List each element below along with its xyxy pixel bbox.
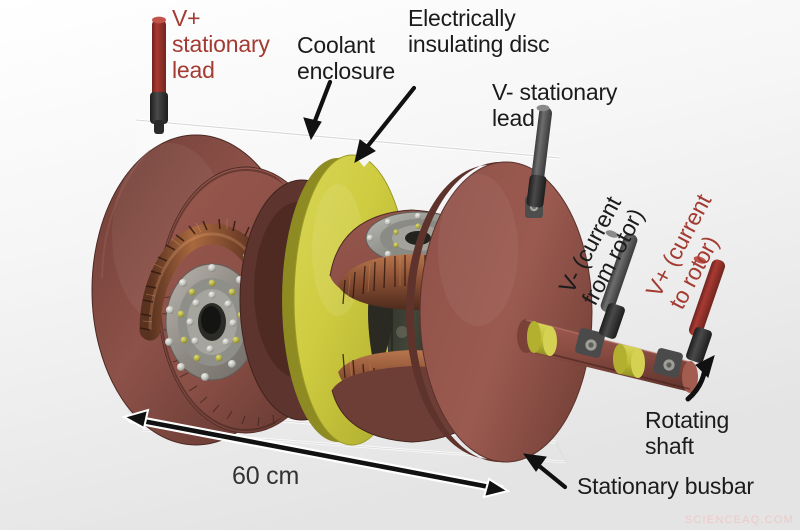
busbar-clamp-positive — [653, 348, 683, 378]
shaft-insulating-ring-1 — [527, 321, 557, 356]
v-minus-stationary-lead — [526, 104, 553, 208]
rotating-shaft-assembly — [517, 319, 698, 393]
shaft-insulating-ring-2 — [613, 344, 645, 378]
arrow-coolant-enclosure — [303, 79, 333, 141]
label-v-minus-stationary-lead: V- stationary lead — [492, 79, 618, 131]
arrow-rotating-shaft — [685, 355, 715, 402]
stationary-busbar-disc — [406, 161, 593, 463]
label-coolant-enclosure: Coolant enclosure — [297, 32, 395, 84]
watermark: SCIENCEAQ.COM — [684, 514, 794, 526]
label-dimension-60cm: 60 cm — [232, 462, 300, 490]
left-hub-assembly — [165, 263, 259, 381]
left-hub-bolt-ring-inner — [186, 291, 237, 353]
dimension-arrow-60cm — [121, 408, 511, 499]
label-electrically-insulating-disc: Electrically insulating disc — [408, 5, 550, 57]
arrow-insulating-disc — [354, 85, 417, 163]
busbar-clamp-negative — [575, 328, 605, 358]
annotation-arrows — [303, 79, 715, 490]
arrow-stationary-busbar — [522, 453, 568, 490]
label-stationary-busbar: Stationary busbar — [577, 473, 754, 499]
v-plus-rotor-lead — [686, 256, 726, 363]
v-plus-stationary-lead — [150, 16, 168, 134]
v-minus-rotor-lead — [599, 230, 638, 339]
label-rotating-shaft: Rotating shaft — [645, 407, 730, 459]
label-v-plus-stationary-lead: V+ stationary lead — [172, 5, 270, 83]
